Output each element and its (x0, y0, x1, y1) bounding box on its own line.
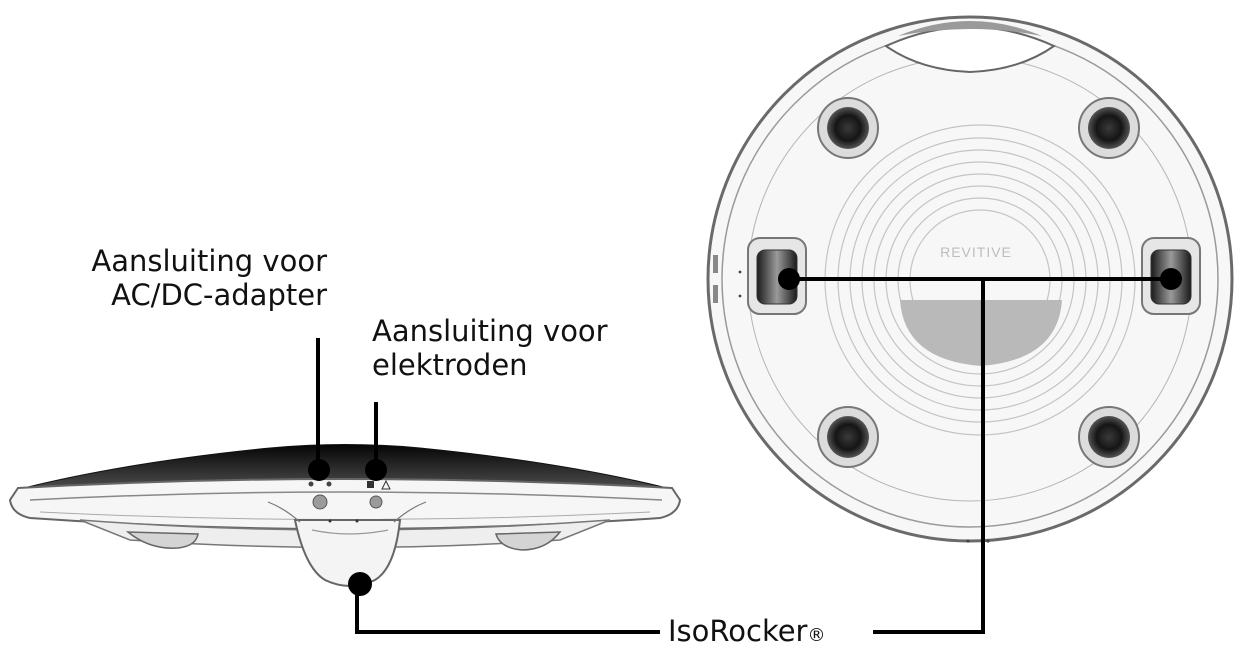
top-view-rocker-left (747, 237, 807, 315)
adapter-port-label-line-2: AC/DC-adapter (111, 278, 327, 312)
brand-text: REVITIVE (940, 244, 1012, 260)
electrode-port-label: Aansluiting voor elektroden (372, 314, 608, 382)
side-view-top-dome (27, 444, 664, 488)
top-rocker-right-dot (1160, 268, 1182, 290)
top-view-foot-top-right (1078, 97, 1140, 159)
isorocker-leader-line-top (873, 281, 985, 634)
top-view-foot-bottom-right (1078, 406, 1140, 468)
side-view-device (8, 444, 682, 587)
isorocker-label-name: IsoRocker (668, 614, 808, 648)
callout-lines (316, 277, 1171, 634)
electrode-port-dot (365, 459, 387, 481)
isorocker-label: IsoRocker® (668, 614, 825, 653)
side-rocker-dot (348, 572, 372, 596)
isorocker-leader-line-side (355, 586, 660, 634)
top-rocker-left-dot (778, 268, 800, 290)
top-view-foot-bottom-left (817, 406, 879, 468)
callout-dots (308, 268, 1182, 596)
electrode-port-label-line-2: elektroden (372, 348, 528, 382)
side-view-right-foot (495, 531, 562, 551)
electrode-port-label-line-1: Aansluiting voor (372, 314, 608, 348)
adapter-port-label-line-1: Aansluiting voor (91, 244, 327, 278)
side-view-left-foot (125, 531, 199, 549)
top-view-foot-top-left (817, 97, 879, 159)
registered-mark: ® (807, 625, 826, 646)
side-view-rocker-housing (293, 519, 402, 587)
adapter-port-dot (308, 459, 330, 481)
adapter-port-label: Aansluiting voor AC/DC-adapter (91, 244, 327, 312)
